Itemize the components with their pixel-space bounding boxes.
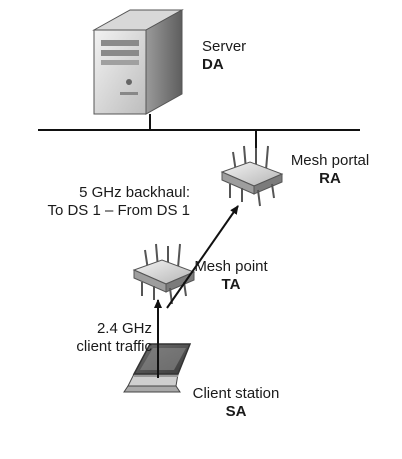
client-traffic-label-line1: 2.4 GHz: [96, 320, 152, 337]
mesh-portal-label: Mesh portal RA: [286, 152, 374, 188]
backhaul-label-line2: To DS 1 – From DS 1: [47, 202, 190, 219]
mesh-point-router-icon: [132, 243, 196, 305]
mesh-portal-address: RA: [319, 170, 341, 187]
server-tower-icon: [92, 9, 184, 115]
client-station-name: Client station: [192, 385, 280, 402]
client-traffic-label: 2.4 GHz client traffic: [60, 320, 152, 356]
server-name: Server: [202, 38, 247, 55]
mesh-point-address: TA: [221, 276, 241, 293]
mesh-point-label: Mesh point TA: [190, 258, 272, 294]
client-station-label: Client station SA: [186, 385, 286, 421]
mesh-portal-name: Mesh portal: [290, 152, 370, 169]
server-label: Server DA: [202, 38, 246, 74]
backhaul-label: 5 GHz backhaul: To DS 1 – From DS 1: [46, 184, 190, 220]
client-traffic-label-line2: client traffic: [76, 338, 152, 355]
mesh-point-name: Mesh point: [194, 258, 268, 275]
client-station-address: SA: [225, 403, 247, 420]
client-laptop-icon: [123, 343, 192, 393]
server-address: DA: [202, 56, 224, 73]
backhaul-arrow: [166, 205, 239, 309]
backhaul-label-line1: 5 GHz backhaul:: [79, 184, 190, 201]
mesh-portal-router-icon: [220, 145, 284, 207]
